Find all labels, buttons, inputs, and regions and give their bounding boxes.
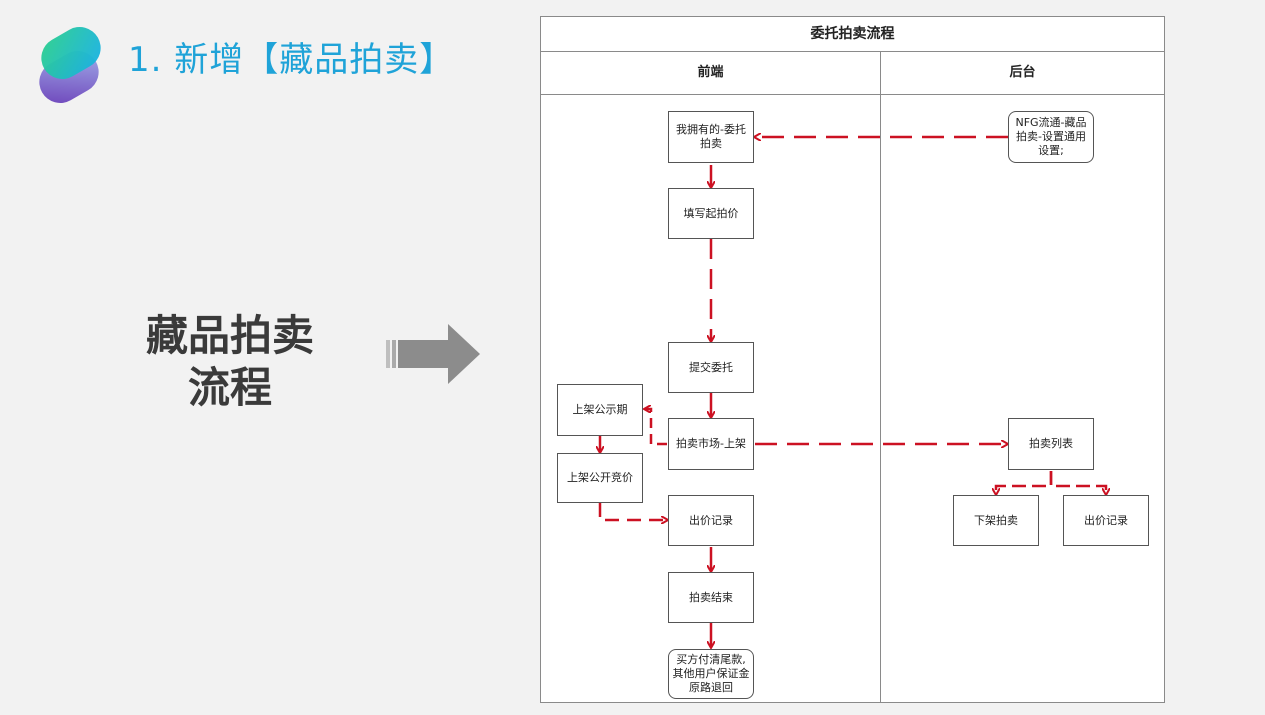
side-title-line2: 流程 bbox=[187, 363, 272, 412]
node-bid-record-admin: 出价记录 bbox=[1063, 495, 1149, 546]
node-my-consign: 我拥有的-委托拍卖 bbox=[668, 111, 754, 163]
node-open-bid: 上架公开竞价 bbox=[557, 453, 643, 503]
side-title-line1: 藏品拍卖 bbox=[145, 311, 314, 360]
connector-list-to-delist bbox=[996, 471, 1053, 494]
page-title: 1. 新增【藏品拍卖】 bbox=[128, 40, 455, 80]
node-notice-period: 上架公示期 bbox=[557, 384, 643, 436]
connector-open-to-bid bbox=[598, 503, 667, 520]
side-title: 藏品拍卖 流程 bbox=[130, 310, 330, 414]
connectors bbox=[541, 17, 1164, 702]
lane-header-back: 后台 bbox=[881, 52, 1164, 95]
node-final-pay: 买方付清尾款,其他用户保证金原路退回 bbox=[668, 649, 754, 699]
logo-icon bbox=[39, 27, 101, 103]
node-market-list: 拍卖市场-上架 bbox=[668, 418, 754, 470]
node-fill-price: 填写起拍价 bbox=[668, 188, 754, 239]
flowchart: 委托拍卖流程 前端 后台 我拥有的-委托拍卖 填写起拍价 提交委托 拍卖市场-上… bbox=[540, 16, 1165, 703]
node-auction-list: 拍卖列表 bbox=[1008, 418, 1094, 470]
node-auction-end: 拍卖结束 bbox=[668, 572, 754, 623]
lane-header-front: 前端 bbox=[541, 52, 881, 95]
node-submit: 提交委托 bbox=[668, 342, 754, 393]
lane-divider bbox=[880, 95, 881, 703]
connector-market-to-notice bbox=[645, 409, 667, 446]
node-delist: 下架拍卖 bbox=[953, 495, 1039, 546]
connector-list-to-bid-admin bbox=[1049, 471, 1106, 494]
flowchart-title: 委托拍卖流程 bbox=[541, 17, 1164, 52]
node-nfg-settings: NFG流通-藏品拍卖-设置通用设置; bbox=[1008, 111, 1094, 163]
big-arrow-icon bbox=[386, 324, 480, 384]
node-bid-record: 出价记录 bbox=[668, 495, 754, 546]
